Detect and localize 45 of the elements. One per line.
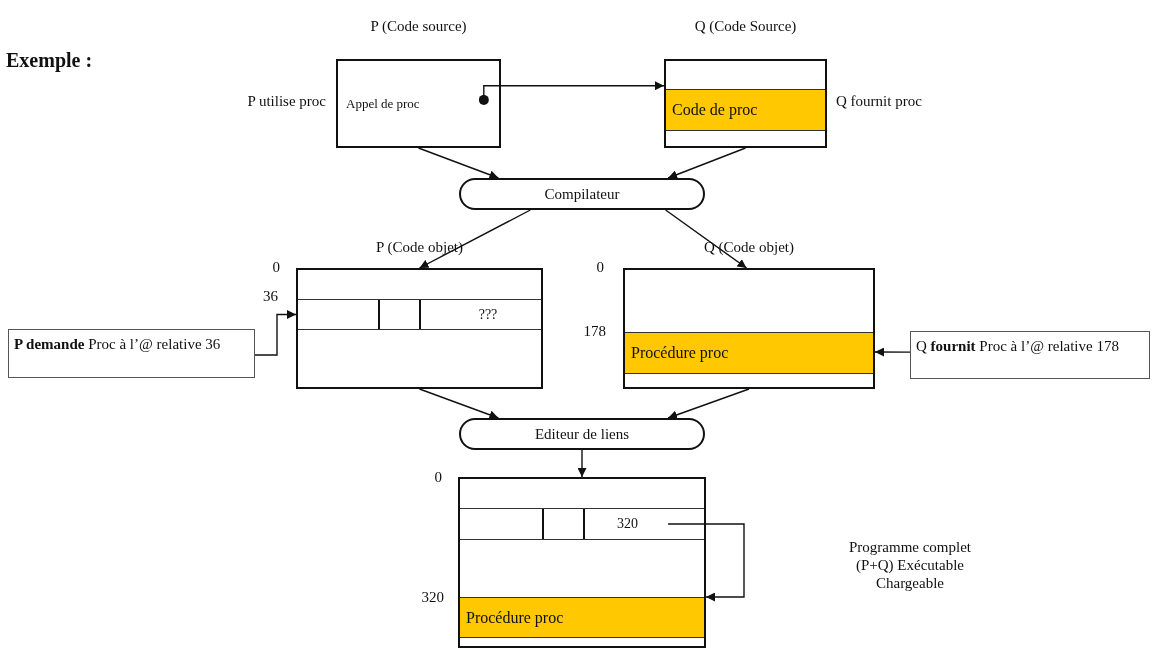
band-label: Code de proc: [672, 101, 758, 119]
callout-box: [8, 329, 255, 378]
arrow: [664, 209, 748, 269]
memory-row: [298, 299, 541, 330]
memory-block: [458, 477, 706, 648]
arrow: [254, 310, 297, 356]
example-heading: Exemple :: [6, 48, 93, 72]
cell-value: 320: [616, 515, 639, 533]
block-heading: Q (Code Source): [693, 17, 798, 35]
block-heading: Q (Code objet): [703, 238, 795, 256]
arrow: [667, 388, 750, 420]
cell-value: ???: [477, 306, 499, 324]
arrow: [418, 388, 500, 420]
address-label: 0: [595, 258, 604, 276]
arrow: [478, 81, 665, 105]
arrow: [667, 523, 745, 602]
annotation-text: Q fournit proc: [836, 92, 923, 110]
procedure-band: [666, 89, 825, 131]
address-label: 320: [420, 588, 444, 606]
process-label: Compilateur: [543, 185, 621, 203]
arrow: [577, 449, 587, 478]
process-box: [459, 178, 705, 210]
callout-text: P demande Proc à l’@ relative 36: [14, 335, 222, 353]
address-label: 0: [433, 468, 442, 486]
address-label: 178: [582, 322, 606, 340]
procedure-band: [625, 332, 873, 374]
process-box: [459, 418, 705, 450]
process-label: Editeur de liens: [533, 425, 631, 443]
arrow: [874, 347, 911, 357]
address-label: 36: [262, 287, 278, 305]
memory-row: [460, 508, 704, 540]
callout-box: [910, 331, 1150, 379]
block-heading: P (Code source): [369, 17, 468, 35]
arrow: [418, 209, 531, 269]
arrow: [417, 147, 500, 180]
block-heading: P (Code objet): [375, 238, 464, 256]
procedure-band: [460, 597, 704, 638]
arrow: [667, 147, 747, 179]
band-label: Procédure proc: [631, 344, 729, 362]
address-label: 0: [271, 258, 280, 276]
band-label: Procédure proc: [466, 608, 564, 627]
annotation-text: P utilise proc: [246, 92, 326, 110]
annotation-text: Programme complet (P+Q) Exécutable Chargeable: [847, 538, 973, 592]
call-label: Appel de proc: [346, 95, 420, 113]
callout-text: Q fournit Proc à l’@ relative 178: [916, 337, 1120, 355]
